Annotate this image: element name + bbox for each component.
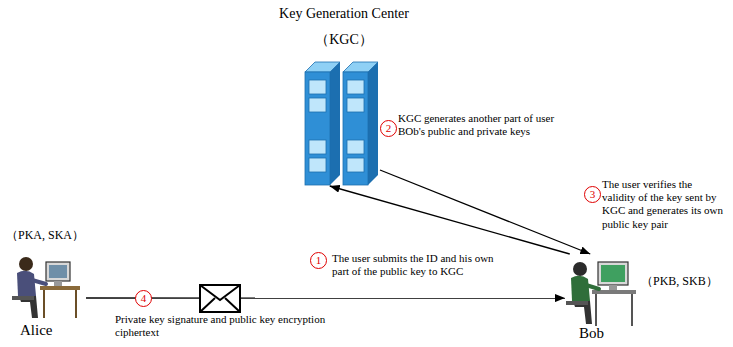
- callout-number: 3: [584, 186, 601, 203]
- user-figure: [566, 262, 636, 326]
- edge-label: The user submits the ID and his own part…: [332, 252, 500, 278]
- connector-arrow: [330, 186, 570, 254]
- envelope-icon: [200, 285, 240, 312]
- user-node: （PKA, SKA） Alice: [6, 228, 86, 342]
- callout-number: 4: [135, 290, 152, 307]
- callout-number: 2: [380, 120, 397, 137]
- user-figure: [12, 257, 80, 318]
- step-note: The user verifies the validity of the ke…: [602, 178, 728, 231]
- key-pair-label: （PKB, SKB）: [641, 274, 718, 288]
- server-node: Key Generation Center（KGC）: [305, 58, 380, 186]
- user-name: Bob: [579, 324, 604, 342]
- server-icon: [305, 62, 378, 185]
- key-pair-label: （PKA, SKA）: [6, 228, 84, 242]
- edge-label: KGC generates another part of user BOb's…: [398, 112, 578, 138]
- node-subtitle: （KGC）: [219, 32, 469, 49]
- user-name: Alice: [20, 321, 52, 339]
- connector-arrow: [86, 297, 565, 298]
- connector-arrow: [380, 170, 590, 254]
- edge-label: Private key signature and public key enc…: [115, 313, 365, 339]
- callout-number: 1: [310, 252, 327, 269]
- user-node: （PKB, SKB） Bob: [565, 254, 723, 344]
- node-title: Key Generation Center: [219, 6, 469, 23]
